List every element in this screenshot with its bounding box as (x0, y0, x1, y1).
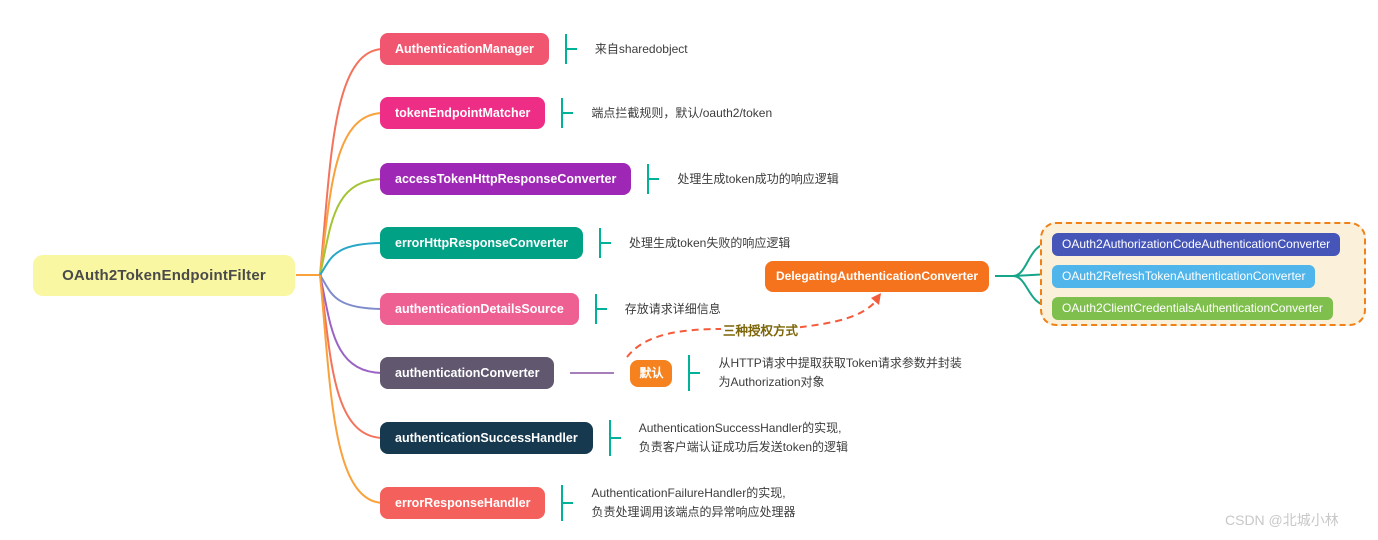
note-text: AuthenticationFailureHandler的实现, 负责处理调用该… (591, 486, 796, 519)
note-text: 端点拦截规则，默认/oauth2/token (591, 105, 773, 120)
note-bracket (608, 420, 623, 456)
root-node-oauth2tokenendpointfilter[interactable]: OAuth2TokenEndpointFilter (33, 255, 295, 296)
branch-row: authenticationDetailsSource 存放请求详细信息 (380, 291, 721, 327)
branch-row: tokenEndpointMatcher 端点拦截规则，默认/oauth2/to… (380, 95, 772, 131)
branch-curve-6 (319, 274, 385, 374)
node-error-http-response-converter[interactable]: errorHttpResponseConverter (380, 227, 583, 259)
node-authentication-converter[interactable]: authenticationConverter (380, 357, 555, 389)
default-badge[interactable]: 默认 (630, 359, 673, 387)
note-bracket (647, 164, 661, 194)
note-text: AuthenticationSuccessHandler的实现, 负责客户端认证… (638, 421, 849, 454)
branch-curve-5 (319, 274, 385, 310)
node-error-response-handler[interactable]: errorResponseHandler (380, 487, 546, 519)
node-oauth2-authorization-code-authentication-converter[interactable]: OAuth2AuthorizationCodeAuthenticationCon… (1052, 233, 1341, 256)
branch-curve-2 (319, 112, 385, 276)
note-text: 存放请求详细信息 (624, 301, 721, 316)
csdn-watermark: CSDN @北城小林 (1225, 512, 1339, 528)
badge-connector-line (570, 372, 615, 374)
converter-group-box: OAuth2AuthorizationCodeAuthenticationCon… (1040, 222, 1366, 326)
node-oauth2-client-credentials-authentication-converter[interactable]: OAuth2ClientCredentialsAuthenticationCon… (1052, 297, 1333, 320)
branch-curve-8 (319, 274, 385, 504)
branch-row: errorHttpResponseConverter 处理生成token失败的响… (380, 225, 790, 261)
note-text: 处理生成token成功的响应逻辑 (677, 171, 839, 186)
node-authentication-manager[interactable]: AuthenticationManager (380, 33, 549, 65)
note-text: 处理生成token失败的响应逻辑 (628, 235, 791, 250)
note-bracket (688, 355, 702, 391)
note-bracket (561, 98, 575, 128)
node-authentication-details-source[interactable]: authenticationDetailsSource (380, 293, 579, 325)
node-delegating-authentication-converter[interactable]: DelegatingAuthenticationConverter (765, 261, 990, 292)
node-token-endpoint-matcher[interactable]: tokenEndpointMatcher (380, 97, 546, 129)
node-oauth2-refresh-token-authentication-converter[interactable]: OAuth2RefreshTokenAuthenticationConverte… (1052, 265, 1316, 288)
branch-curve-3 (319, 178, 385, 276)
note-bracket (598, 228, 613, 258)
node-authentication-success-handler[interactable]: authenticationSuccessHandler (380, 422, 593, 454)
note-text: 来自sharedobject (594, 41, 688, 56)
branch-row: errorResponseHandler AuthenticationFailu… (380, 485, 795, 521)
note-text: 从HTTP请求中提取获取Token请求参数并封装 为Authorization对… (718, 356, 962, 389)
branch-row: authenticationSuccessHandler Authenticat… (380, 420, 848, 456)
three-grant-types-label: 三种授权方式 (721, 320, 801, 339)
note-bracket (564, 34, 579, 64)
branch-curve-4 (319, 242, 385, 276)
dashed-arrow-head (871, 293, 881, 305)
branch-curve-1 (319, 48, 385, 276)
three-grant-types-dashed-arrow (626, 299, 878, 358)
note-bracket (561, 485, 575, 521)
branch-row: authenticationConverter 默认 从HTTP请求中提取获取T… (380, 355, 962, 391)
branch-row: AuthenticationManager 来自sharedobject (380, 31, 688, 67)
node-access-token-http-response-converter[interactable]: accessTokenHttpResponseConverter (380, 163, 632, 195)
note-bracket (594, 294, 609, 324)
branch-curve-7 (319, 274, 385, 439)
branch-row: accessTokenHttpResponseConverter 处理生成tok… (380, 161, 839, 197)
